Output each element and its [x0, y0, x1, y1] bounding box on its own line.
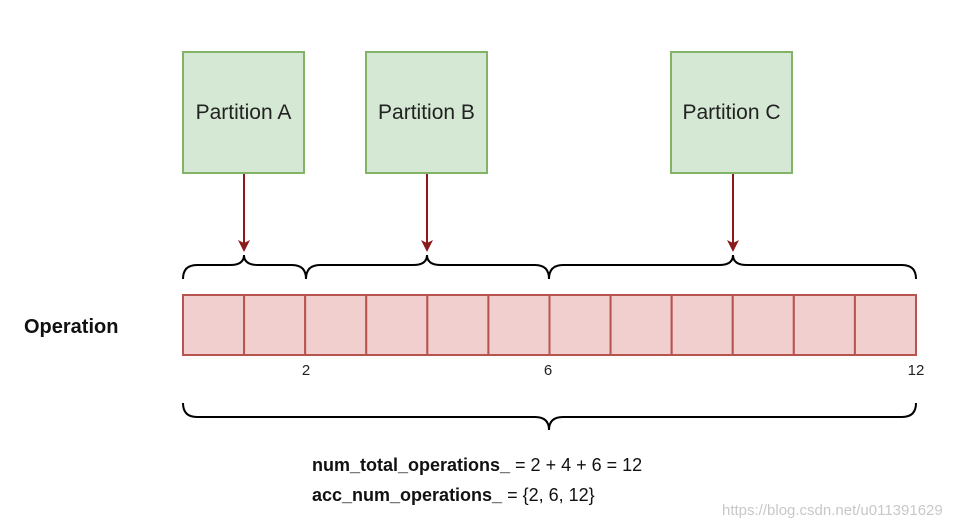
- partition-b-box: Partition B: [365, 51, 488, 174]
- operation-cell: [243, 294, 307, 356]
- partition-c-box: Partition C: [670, 51, 793, 174]
- tick-label-12: 12: [907, 362, 925, 379]
- operation-cells: [182, 294, 918, 356]
- formula-acc-expression: = {2, 6, 12}: [502, 485, 595, 505]
- operation-cell: [792, 294, 856, 356]
- operation-cell: [548, 294, 612, 356]
- partition-c-label: Partition C: [682, 100, 781, 124]
- operation-cell: [487, 294, 551, 356]
- operation-cell: [853, 294, 918, 356]
- operation-row-label: Operation: [24, 316, 119, 338]
- brace-partition-b: [305, 254, 550, 280]
- operation-cell: [670, 294, 734, 356]
- formula-total-expression: = 2 + 4 + 6 = 12: [510, 455, 643, 475]
- operation-cell: [365, 294, 429, 356]
- tick-label-2: 2: [301, 362, 311, 379]
- brace-partition-a: [182, 254, 307, 280]
- operation-cell: [304, 294, 368, 356]
- operation-cell: [609, 294, 673, 356]
- watermark: https://blog.csdn.net/u011391629: [722, 502, 943, 519]
- formula-total-variable: num_total_operations_: [312, 455, 511, 475]
- formula-acc-variable: acc_num_operations_: [312, 485, 503, 505]
- partition-a-label: Partition A: [195, 100, 292, 124]
- operation-cell: [182, 294, 246, 356]
- partition-a-box: Partition A: [182, 51, 305, 174]
- formula-acc-operations: acc_num_operations_ = {2, 6, 12}: [312, 485, 595, 506]
- operation-cell: [426, 294, 490, 356]
- partition-b-label: Partition B: [378, 100, 475, 124]
- formula-total-operations: num_total_operations_ = 2 + 4 + 6 = 12: [312, 455, 642, 476]
- operation-cell: [731, 294, 795, 356]
- tick-label-6: 6: [543, 362, 553, 379]
- brace-partition-c: [548, 254, 917, 280]
- brace-total: [182, 402, 917, 431]
